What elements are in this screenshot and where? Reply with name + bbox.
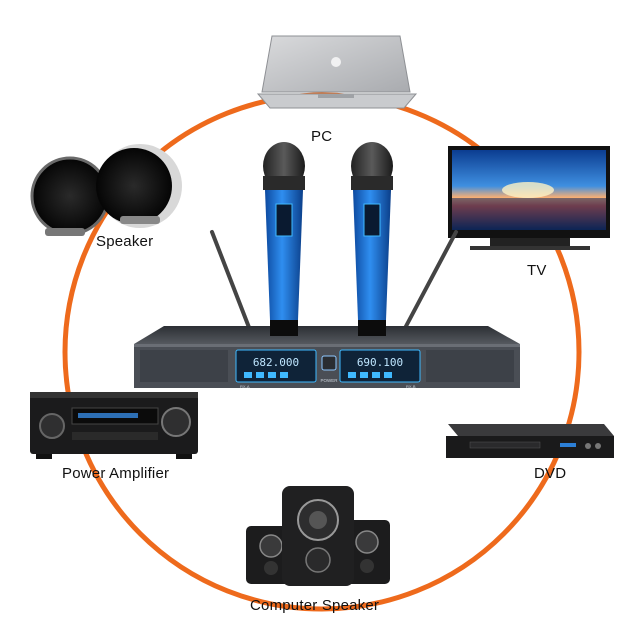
label-tv: TV — [527, 262, 547, 279]
microphone-a — [263, 142, 305, 336]
channel-b-tag: RX-B — [406, 384, 416, 389]
power-label: POWER — [320, 378, 338, 383]
channel-a-frequency: 682.000 — [253, 356, 299, 369]
computer-speaker-set-icon — [246, 486, 390, 586]
speaker-pair-icon — [30, 144, 182, 236]
label-dvd: DVD — [534, 465, 567, 482]
antenna-left — [210, 230, 252, 332]
label-speaker: Speaker — [96, 233, 154, 250]
label-pc: PC — [311, 128, 333, 145]
channel-a-tag: RX-A — [240, 384, 250, 389]
microphone-b — [351, 142, 393, 336]
tv-icon — [448, 146, 610, 250]
laptop-icon — [256, 35, 418, 109]
wireless-receiver: 682.000 690.100 POWER RX-A RX-B — [134, 326, 520, 389]
dvd-player-icon — [446, 424, 614, 458]
antenna-right — [402, 230, 458, 332]
channel-b-frequency: 690.100 — [357, 356, 403, 369]
amplifier-icon — [30, 392, 198, 459]
label-computer-speaker: Computer Speaker — [250, 597, 380, 614]
power-button[interactable] — [321, 355, 337, 371]
label-power-amplifier: Power Amplifier — [62, 465, 170, 482]
